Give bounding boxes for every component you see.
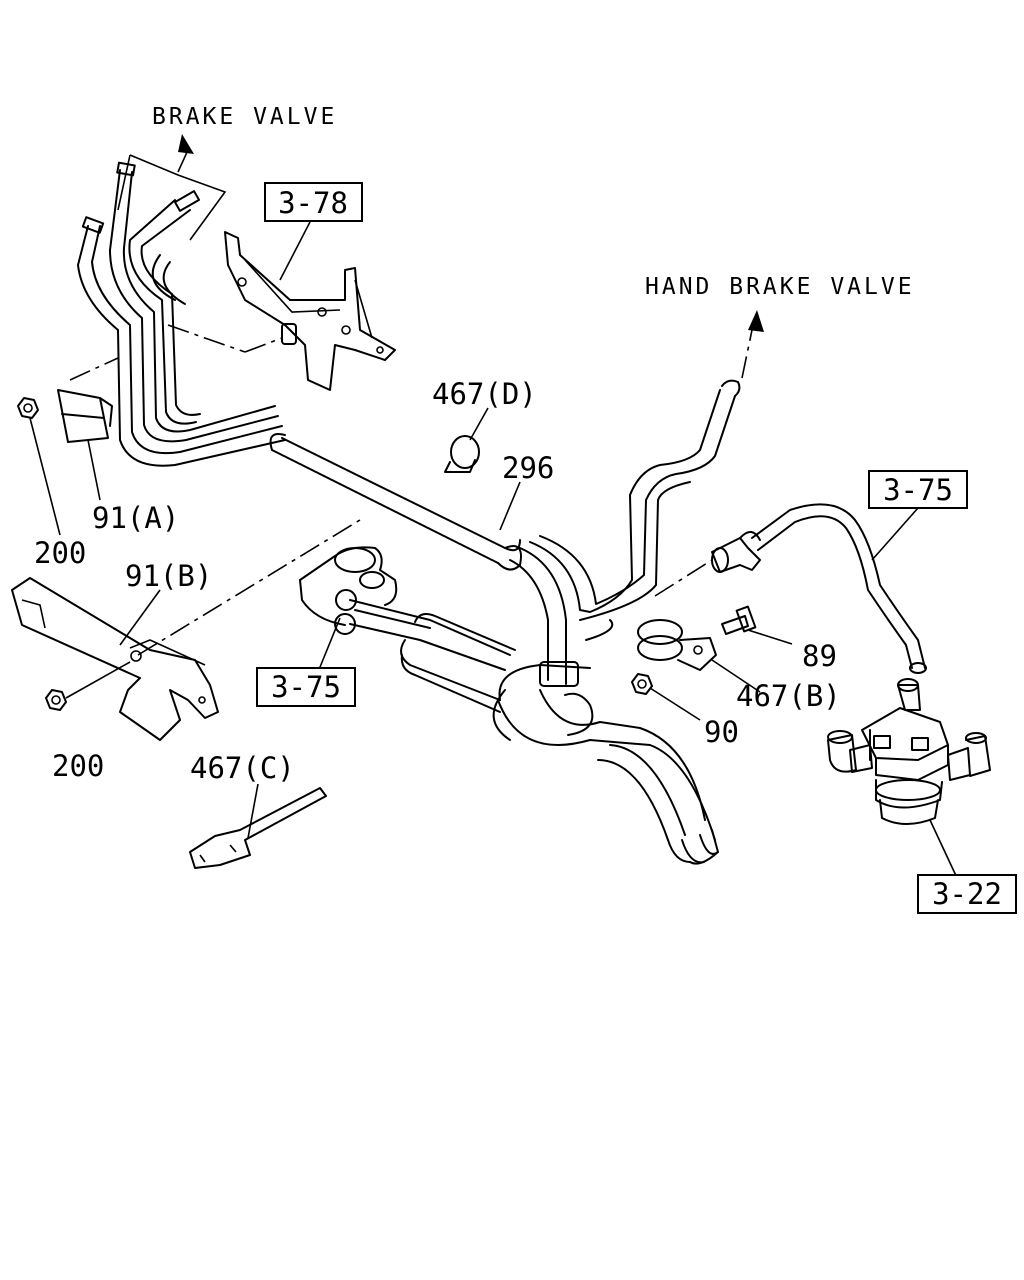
ref-3-75-lower: 3-75 [271, 670, 341, 704]
ref-box-3-22 [917, 874, 1017, 914]
hand-brake-valve-arrow [741, 310, 764, 379]
clip-467d [444, 435, 480, 473]
ref-3-22: 3-22 [932, 877, 1002, 911]
label-467d: 467(D) [432, 377, 537, 411]
label-200-upper: 200 [34, 536, 86, 570]
label-brake-valve: BRAKE VALVE [152, 104, 337, 130]
air-hose [751, 503, 927, 674]
label-91a: 91(A) [92, 501, 179, 535]
brake-pipe-bundle [77, 154, 286, 467]
tee-fitting [654, 531, 761, 597]
brake-valve-arrow [177, 134, 194, 173]
bracket-91b [11, 519, 361, 741]
ref-3-78: 3-78 [278, 186, 348, 220]
cable-tie-467c [189, 787, 327, 869]
clip-91a [57, 357, 119, 443]
clamp-467b [637, 619, 717, 671]
label-90: 90 [704, 715, 739, 749]
ref-box-3-75-upper [868, 470, 968, 509]
ref-box-3-78 [264, 182, 363, 222]
nut-200-lower [45, 661, 131, 711]
label-89: 89 [802, 639, 837, 673]
ref-3-75-upper: 3-75 [883, 473, 953, 507]
label-91b: 91(B) [125, 559, 212, 593]
label-467c: 467(C) [190, 751, 295, 785]
label-467b: 467(B) [736, 679, 841, 713]
ref-box-3-75-lower [256, 667, 356, 707]
protective-sleeve-296 [269, 433, 522, 571]
nut-200-upper [17, 397, 39, 419]
label-200-lower: 200 [52, 749, 104, 783]
main-pipe-run [492, 379, 741, 865]
bracket-3-78 [167, 231, 396, 391]
nut-90 [631, 673, 653, 695]
leader-lines [29, 221, 959, 881]
valve-3-22 [827, 678, 991, 825]
label-hand-brake-valve: HAND BRAKE VALVE [645, 274, 915, 300]
pipe-connector-block [299, 546, 516, 713]
label-296: 296 [502, 451, 554, 485]
bolt-89 [721, 605, 757, 635]
